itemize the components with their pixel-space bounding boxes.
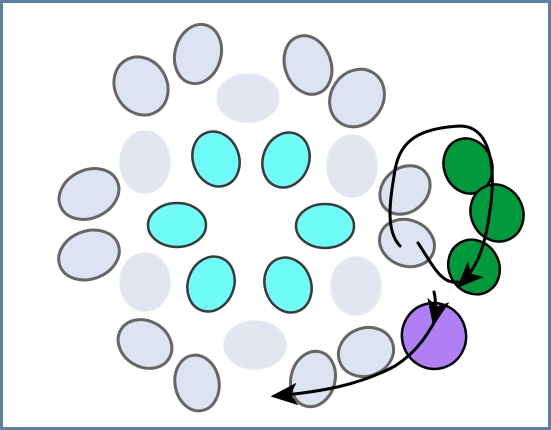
outer-particle — [328, 67, 386, 129]
outer-particle — [289, 349, 337, 409]
cyan-particle — [191, 130, 241, 188]
trajectory-arrows — [270, 124, 494, 406]
purple-particle — [400, 301, 468, 371]
faded-particle — [216, 73, 280, 123]
faded-particle — [330, 256, 382, 316]
outer-particle — [172, 22, 224, 86]
loop-arrow — [388, 124, 494, 289]
outer-particle — [57, 167, 121, 221]
green-particle — [469, 183, 525, 243]
outer-particle — [173, 353, 221, 413]
green-cluster — [442, 137, 525, 296]
faded-particle — [326, 134, 378, 198]
inner-arrow — [427, 290, 450, 327]
outer-particle — [336, 325, 396, 379]
loop-tail — [416, 241, 460, 284]
faded-particle — [223, 320, 287, 370]
cyan-ring — [146, 130, 356, 314]
cyan-particle — [294, 202, 356, 250]
outer-particle — [57, 228, 121, 282]
exit-arrow — [270, 310, 442, 406]
outer-particle — [378, 164, 432, 216]
outer-particle — [282, 34, 334, 96]
cyan-particle — [186, 255, 236, 313]
cyan-particle — [261, 131, 311, 189]
outer-particle — [116, 318, 174, 370]
faded-particle — [119, 130, 171, 194]
cyan-particle — [146, 201, 208, 249]
cyan-particle — [263, 256, 313, 314]
outer-particle — [112, 55, 170, 117]
faded-ring — [119, 73, 382, 370]
faded-particle — [119, 252, 171, 312]
